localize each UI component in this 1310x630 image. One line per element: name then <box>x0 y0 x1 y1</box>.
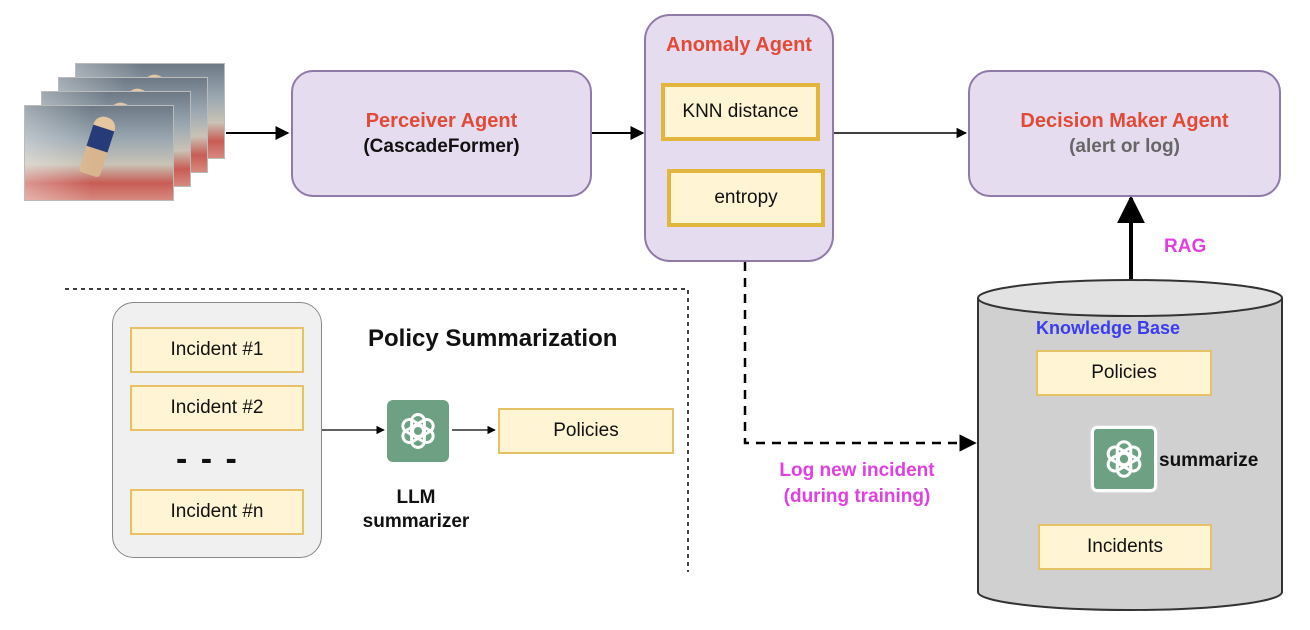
incident-ellipsis: - - - <box>176 440 239 478</box>
decision-subtitle: (alert or log) <box>1069 135 1180 157</box>
llm-label-line1: LLM <box>396 487 436 508</box>
summarized-policies-box: Policies <box>498 408 674 454</box>
decision-maker-agent: Decision Maker Agent (alert or log) <box>968 70 1281 197</box>
knowledge-base-title: Knowledge Base <box>1036 318 1181 338</box>
kb-policies-box: Policies <box>1036 350 1212 396</box>
incident-box-2: Incident #2 <box>130 385 304 431</box>
anomaly-title: Anomaly Agent <box>666 34 812 56</box>
kb-incidents-label: Incidents <box>1086 536 1164 557</box>
knn-distance-box: KNN distance <box>661 83 820 141</box>
incident-label-2: Incident #2 <box>170 397 264 418</box>
policy-section-border <box>65 288 689 572</box>
kb-llm-icon <box>1090 425 1158 493</box>
llm-label-line2: summarizer <box>362 511 470 532</box>
kb-incidents-box: Incidents <box>1038 524 1212 570</box>
llm-summarizer-label: LLM summarizer <box>346 486 486 534</box>
policy-summarization-title: Policy Summarization <box>368 325 618 352</box>
kb-summarize-label: summarize <box>1159 450 1259 471</box>
arrow-log-incident <box>743 262 977 452</box>
incident-label-1: Incident #1 <box>170 339 264 360</box>
input-frame-1 <box>24 105 174 201</box>
incident-label-n: Incident #n <box>170 501 264 522</box>
openai-logo-icon <box>401 413 435 449</box>
llm-summarizer-icon <box>387 400 449 462</box>
perceiver-agent: Perceiver Agent (CascadeFormer) <box>291 70 592 197</box>
entropy-box: entropy <box>667 169 825 227</box>
decision-title: Decision Maker Agent <box>1020 109 1229 132</box>
incident-box-1: Incident #1 <box>130 327 304 373</box>
kb-policies-label: Policies <box>1091 362 1157 383</box>
openai-logo-icon <box>1106 440 1142 478</box>
entropy-label: entropy <box>714 187 778 208</box>
perceiver-title: Perceiver Agent <box>365 109 518 132</box>
rag-label: RAG <box>1164 236 1207 257</box>
log-incident-label: Log new incident (during training) <box>752 458 962 510</box>
perceiver-subtitle: (CascadeFormer) <box>363 135 520 157</box>
incident-box-n: Incident #n <box>130 489 304 535</box>
knn-distance-label: KNN distance <box>682 101 799 122</box>
log-incident-line2: (during training) <box>783 486 931 507</box>
summarized-policies-label: Policies <box>553 420 619 441</box>
log-incident-line1: Log new incident <box>779 460 935 481</box>
